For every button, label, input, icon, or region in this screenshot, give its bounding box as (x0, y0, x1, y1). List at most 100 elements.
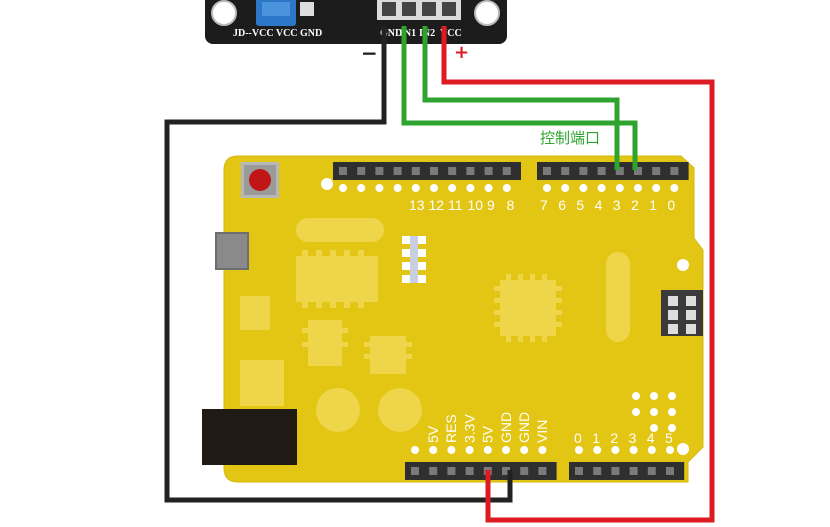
digital-pin-label-12: 12 (429, 197, 445, 213)
pin-dot (466, 184, 475, 192)
digital-header-left-socket (411, 167, 420, 175)
digital-pin-label-0: 0 (667, 197, 675, 213)
digital-header-left-socket (430, 167, 438, 175)
plus-sign: + (454, 42, 469, 63)
module-left-labels: JD--VCC VCC GND (233, 28, 322, 39)
analog-header-socket (575, 467, 583, 475)
digital-header-right-socket (670, 167, 679, 175)
digital-header-left-socket (339, 167, 347, 175)
pin-dot (411, 184, 420, 192)
digital-header-right (537, 162, 689, 180)
icsp-header (661, 290, 703, 336)
digital-header-left-socket (448, 167, 457, 175)
pin-dot (593, 446, 602, 454)
pin-dot (502, 446, 510, 454)
digital-header-left-socket (357, 167, 366, 175)
mount-hole-left (211, 0, 237, 26)
wire-gnd-black (164, 26, 513, 503)
pin-dot (520, 446, 529, 454)
pin-dot (611, 446, 620, 454)
power-pin-label: VIN (534, 420, 550, 443)
board-headers (333, 162, 689, 480)
power-pin-label: 5V (425, 425, 441, 443)
digital-header-right-socket (561, 167, 570, 175)
digital-header-right-socket (652, 167, 661, 175)
wire-in2-green (422, 26, 620, 170)
module-pin-header (377, 0, 461, 20)
pin-dot (575, 446, 583, 454)
power-header-socket (429, 467, 438, 475)
digital-header-left-socket (502, 167, 511, 175)
module-pin-vcc: VCC (440, 28, 462, 39)
power-header-socket (465, 467, 474, 475)
digital-pin-label-8: 8 (507, 197, 515, 213)
pin-dot (484, 184, 493, 192)
pin-dot (339, 184, 347, 192)
pin-dot (615, 184, 624, 192)
pin-dot (543, 184, 551, 192)
module-pin-in1: IN1 (400, 28, 416, 39)
digital-pin-label-7: 7 (540, 197, 548, 213)
analog-pin-label-4: 4 (647, 430, 655, 446)
power-header-socket (447, 467, 456, 475)
analog-pin-label-0: 0 (574, 430, 582, 446)
pin-dot (483, 446, 492, 454)
power-header-socket (520, 467, 529, 475)
pin-dot (465, 446, 474, 454)
pin-dot (561, 184, 570, 192)
pin-dot (411, 446, 419, 454)
power-pin-label: GND (516, 412, 532, 443)
wires (164, 26, 715, 523)
digital-header-right-socket (634, 167, 642, 175)
digital-header-right-socket (615, 167, 624, 175)
mount-hole-right (474, 0, 500, 26)
analog-header-socket (611, 467, 620, 475)
analog-pin-label-2: 2 (610, 430, 618, 446)
digital-header-left-socket (375, 167, 384, 175)
digital-pin-label-9: 9 (487, 197, 495, 213)
analog-pin-label-3: 3 (629, 430, 637, 446)
analog-pin-label-1: 1 (592, 430, 600, 446)
pin-dot (447, 446, 456, 454)
pin-dot (393, 184, 402, 192)
pin-dot (629, 446, 638, 454)
analog-header-socket (593, 467, 602, 475)
digital-pin-label-1: 1 (649, 197, 657, 213)
analog-header-socket (666, 467, 674, 475)
wire-vcc-red (441, 26, 715, 523)
pin-dot (652, 184, 661, 192)
digital-pin-label-11: 11 (448, 197, 463, 213)
reset-button (241, 162, 279, 198)
power-header-socket (502, 467, 510, 475)
analog-pin-label-5: 5 (665, 430, 673, 446)
digital-header-right-socket (597, 167, 606, 175)
pin-dot (647, 446, 656, 454)
digital-header-left-socket (484, 167, 493, 175)
control-port-label: 控制端口 (540, 129, 600, 147)
analog-header (569, 462, 685, 480)
analog-header-socket (647, 467, 656, 475)
digital-pin-label-5: 5 (576, 197, 584, 213)
digital-pin-label-3: 3 (613, 197, 621, 213)
status-leds (402, 236, 426, 283)
analog-header-socket (629, 467, 638, 475)
pin-dot (670, 184, 679, 192)
digital-pin-label-10: 10 (468, 197, 484, 213)
pin-dot (502, 184, 511, 192)
pin-dot (357, 184, 366, 192)
pin-dot (430, 184, 438, 192)
digital-header-left-socket (466, 167, 475, 175)
pin-dot (597, 184, 606, 192)
digital-pin-label-4: 4 (595, 197, 603, 213)
digital-pin-label-6: 6 (558, 197, 566, 213)
pin-dot (538, 446, 547, 454)
pin-dot (666, 446, 674, 454)
power-pin-label: GND (498, 412, 514, 443)
pin-dot (634, 184, 642, 192)
pin-dot (579, 184, 588, 192)
power-jack (202, 409, 297, 465)
